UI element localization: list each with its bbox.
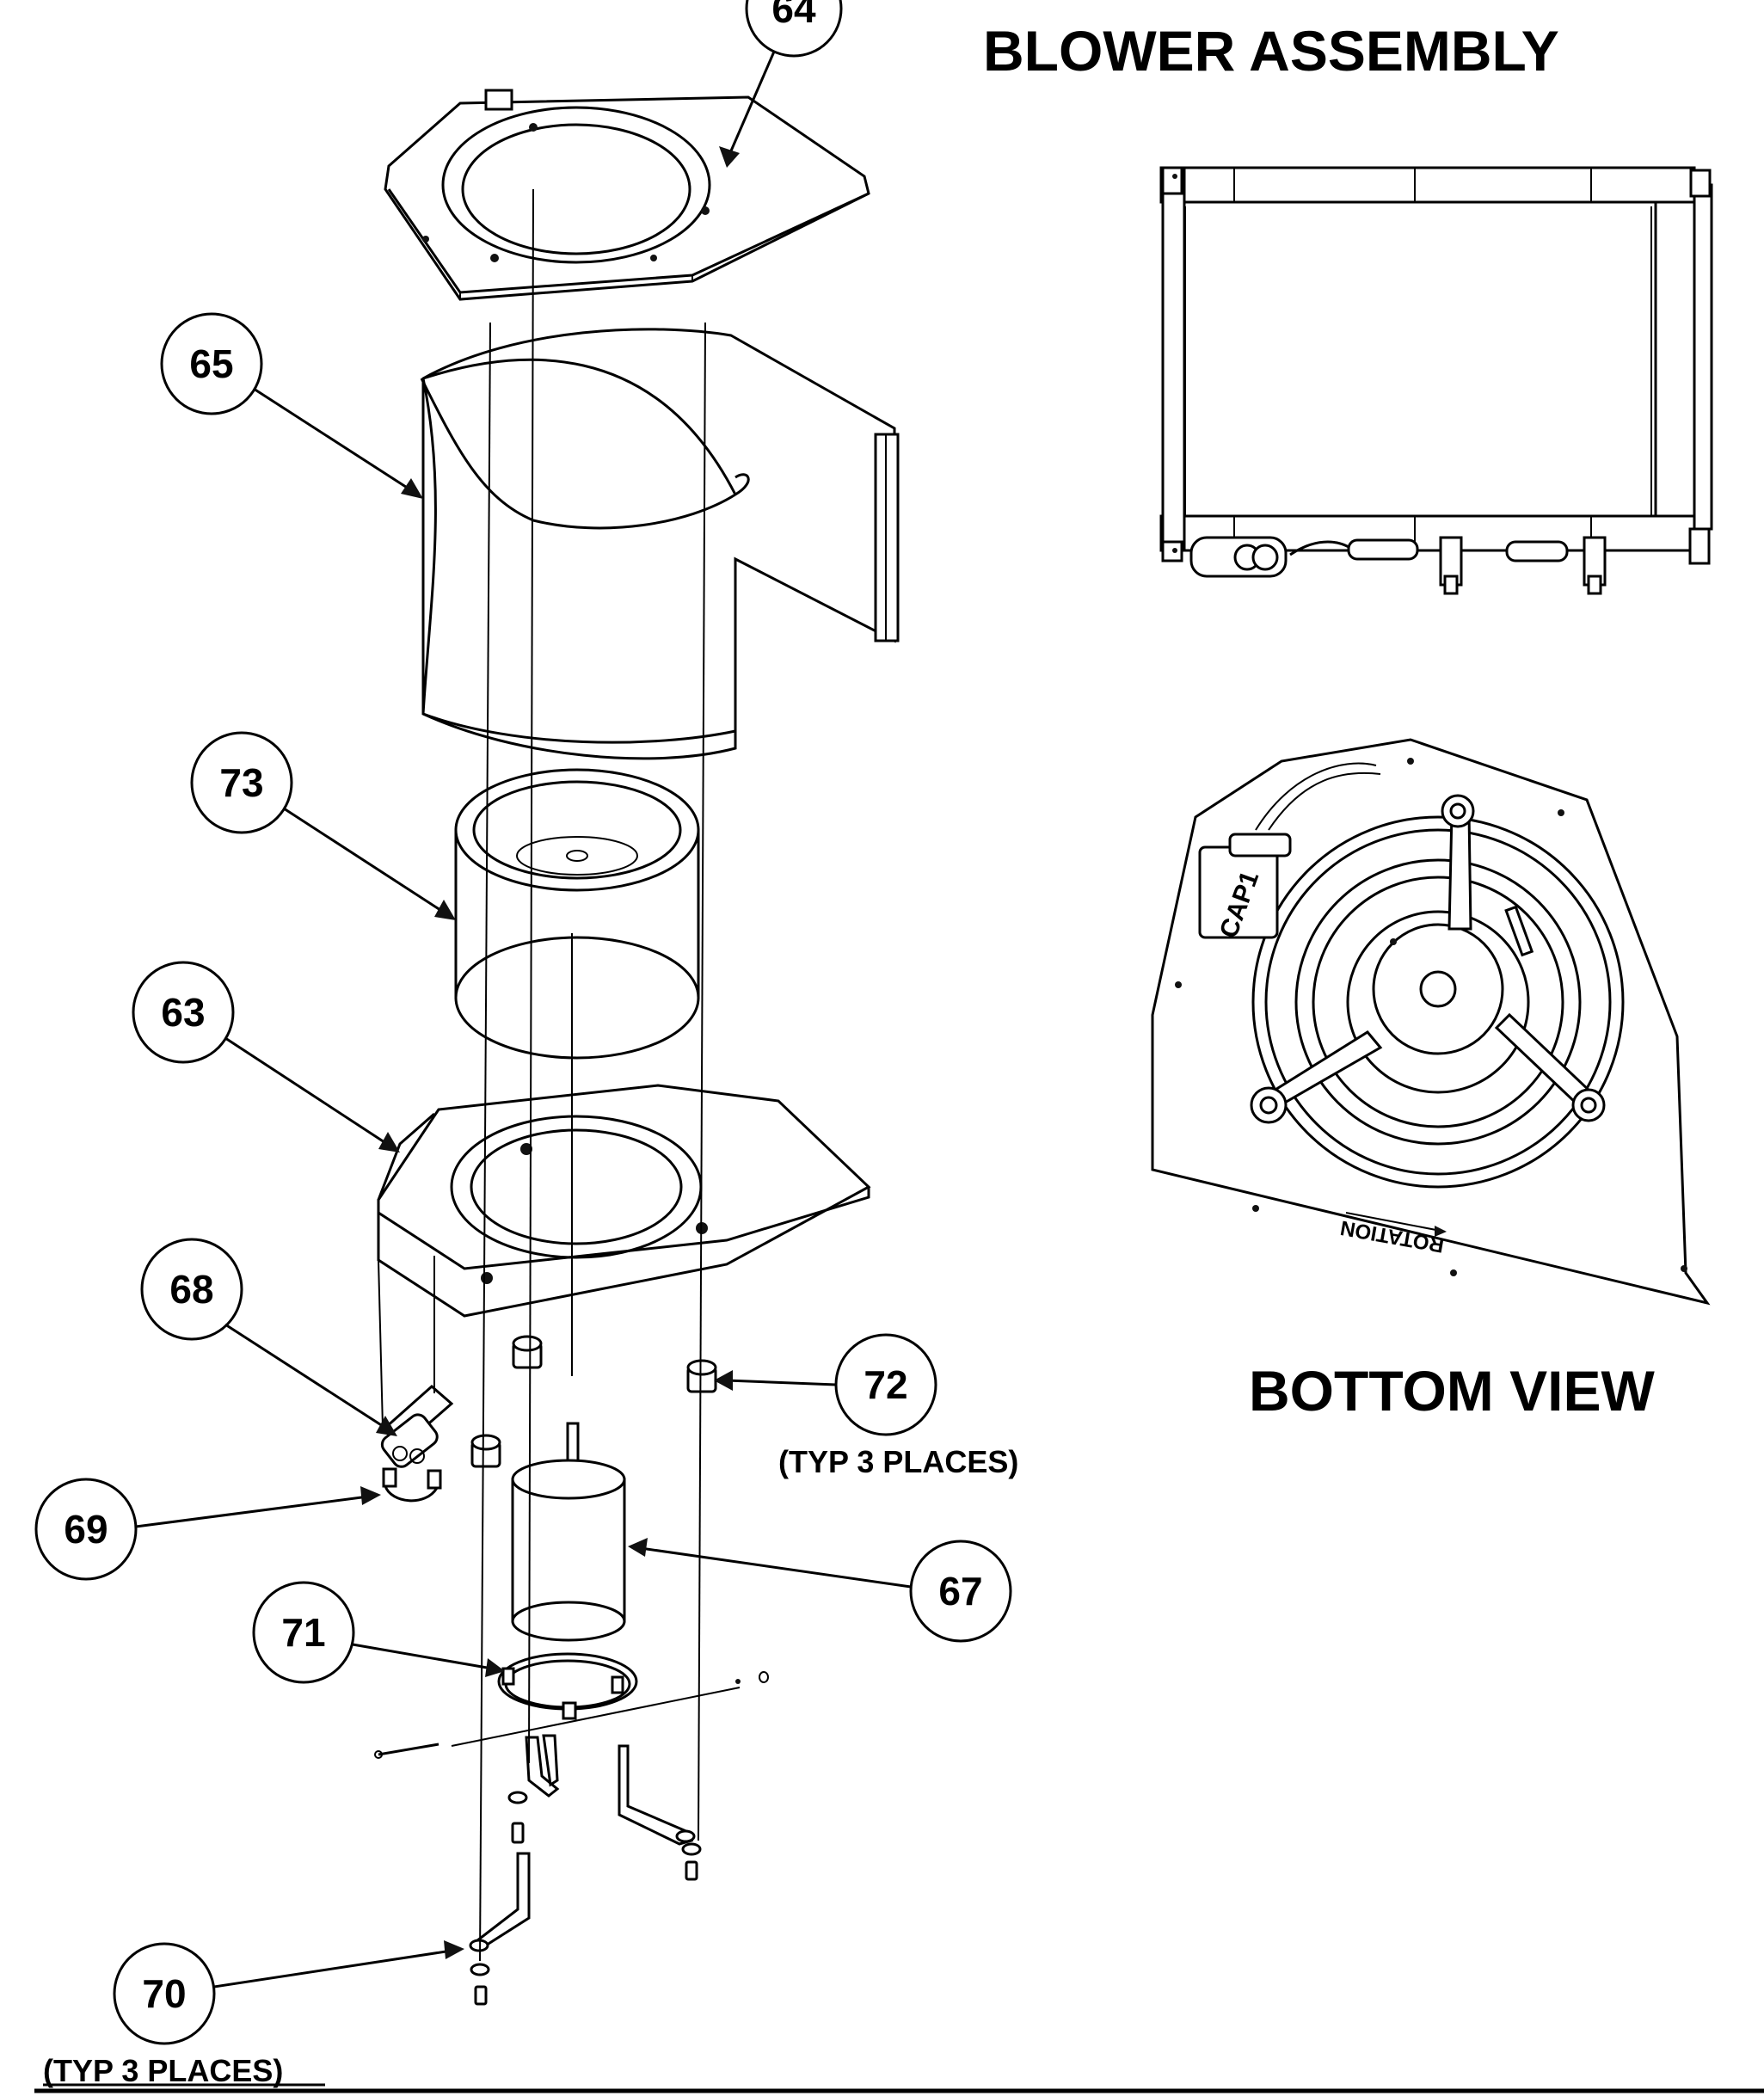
part-72-grommets <box>470 1335 717 1468</box>
bottom-view-title: BOTTOM VIEW <box>1249 1359 1655 1423</box>
callout-68: 68 <box>140 1238 397 1436</box>
callout-69-number: 69 <box>64 1507 108 1552</box>
part-73-blower-wheel <box>454 768 700 1060</box>
callout-70: 70 (TYP 3 PLACES) <box>43 1940 464 2088</box>
part-63-bottom-plate <box>377 1084 871 1318</box>
callout-69: 69 <box>34 1478 381 1581</box>
assembly-center-lines <box>378 188 706 1962</box>
callout-64: 64 <box>719 0 843 168</box>
callout-65-number: 65 <box>189 341 233 386</box>
bolt-left <box>470 1963 490 2006</box>
callout-70-note: (TYP 3 PLACES) <box>43 2053 283 2088</box>
grommet-3 <box>470 1434 501 1468</box>
callout-63: 63 <box>132 961 400 1152</box>
callout-67: 67 <box>628 1538 1012 1643</box>
bolt-center <box>507 1791 528 1844</box>
callout-67-number: 67 <box>938 1569 982 1613</box>
callout-72: 72 (TYP 3 PLACES) <box>714 1333 1018 1479</box>
part-68-capacitor <box>380 1385 454 1468</box>
part-69-capacitor-strap <box>382 1467 442 1503</box>
callout-73: 73 <box>190 731 456 920</box>
part-64-top-plate <box>384 89 870 301</box>
callout-71-number: 71 <box>281 1610 325 1655</box>
mounting-hardware <box>374 1671 769 2006</box>
grommet-2 <box>686 1359 717 1393</box>
side-view-drawing <box>1159 166 1713 595</box>
callout-68-number: 68 <box>169 1267 213 1312</box>
part-65-scroll-housing <box>420 328 900 760</box>
grommet-1 <box>512 1335 543 1369</box>
part-67-motor <box>511 1422 626 1642</box>
part-71-motor-mount <box>497 1652 638 1720</box>
callout-70-number: 70 <box>142 1971 186 2016</box>
callout-65: 65 <box>160 312 423 499</box>
bolt-right <box>681 1842 702 1881</box>
callout-72-note: (TYP 3 PLACES) <box>778 1444 1018 1479</box>
callout-71: 71 <box>252 1581 505 1684</box>
diagram-title: BLOWER ASSEMBLY <box>983 19 1559 83</box>
callout-72-number: 72 <box>864 1362 907 1407</box>
callout-73-number: 73 <box>219 760 263 805</box>
bottom-view-drawing: CAP1 ROTATION <box>1151 738 1711 1306</box>
callout-64-number: 64 <box>771 0 816 31</box>
callout-63-number: 63 <box>161 990 205 1035</box>
